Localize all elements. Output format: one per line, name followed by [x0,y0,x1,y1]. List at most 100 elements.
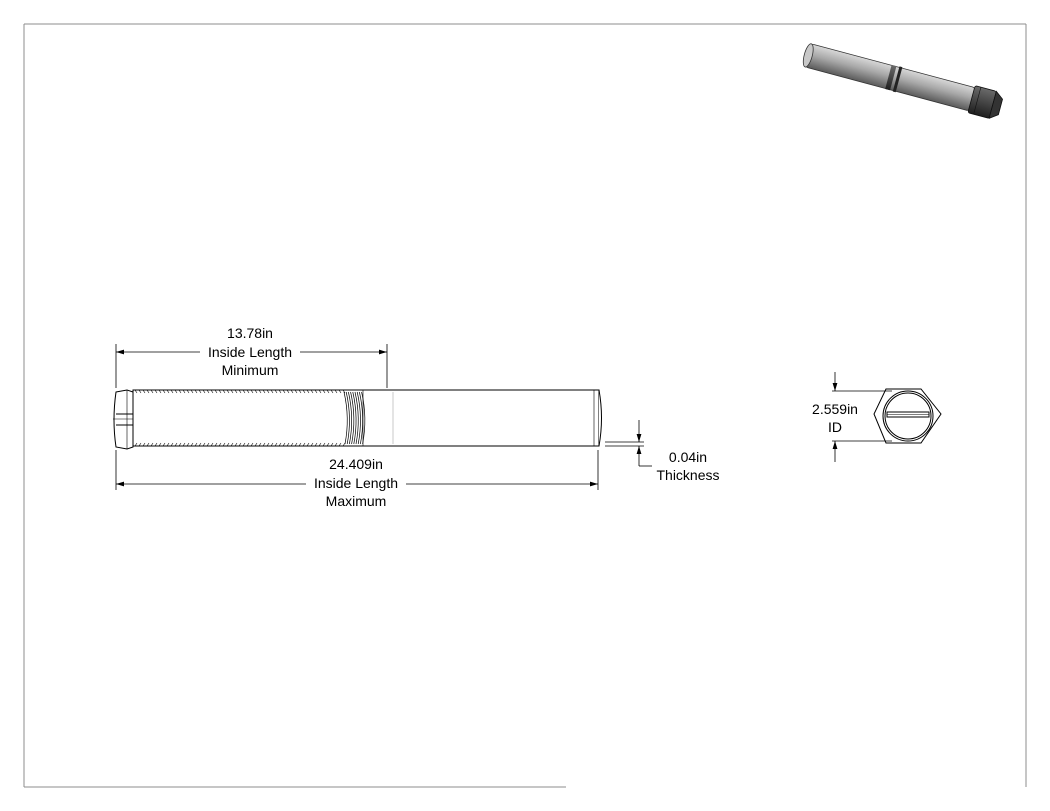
thread-crest [206,442,210,447]
inside-length-max-value: 24.409in [329,456,383,472]
thread-runout-line [354,391,359,445]
dimension-thickness: 0.04in Thickness [605,420,720,483]
thread-crest [278,442,282,447]
thread-crest [342,389,346,394]
thread-crest [250,442,254,447]
thread-crest [198,389,202,394]
thread-crest [190,389,194,394]
thread-crest [162,389,166,394]
thread-crest [330,389,334,394]
hex-head [113,389,134,450]
thread-crest [206,389,210,394]
thread-crest [242,389,246,394]
thread-crest [230,442,234,447]
thread-crest [238,389,242,394]
thread-crest [146,442,150,447]
thread-crest [326,389,330,394]
inner-diameter-label: ID [828,419,842,435]
thread-crest [254,389,258,394]
thread-crest [226,389,230,394]
inside-length-max-label: Inside Length [314,475,398,491]
thread-crest [314,389,318,394]
thread-crest [278,389,282,394]
dimension-inside-length-max: 24.409in Inside Length Maximum [115,450,599,509]
front-view [113,389,602,450]
end-view [873,388,942,444]
thickness-value: 0.04in [669,449,707,465]
inside-length-min-value: 13.78in [227,325,273,341]
thread-crest [322,442,326,447]
thread-crest [202,389,206,394]
thread-crest [318,442,322,447]
inside-length-min-qualifier: Minimum [222,362,279,378]
drawing-border [23,23,1027,788]
thread-crest [238,442,242,447]
pipe-body [132,389,600,447]
thread-runout-line [350,391,355,445]
thread-crest [178,442,182,447]
thread-crest [158,389,162,394]
thread-crest [218,389,222,394]
thread-crest [274,442,278,447]
thread-crest [222,389,226,394]
thread-crest [282,389,286,394]
thread-crest [246,389,250,394]
thread-crest [306,442,310,447]
thread-crest [274,389,278,394]
thread-crest [326,442,330,447]
isometric-view [802,43,1003,120]
thread-crest [174,389,178,394]
thread-crest [138,389,142,394]
thread-crest [302,389,306,394]
thread-runout-line [359,391,363,445]
thread-runout-line [352,391,357,445]
thread-crest [282,442,286,447]
thread-crest [170,442,174,447]
thread-crest [142,389,146,394]
thread-crest [334,442,338,447]
thread-crest [218,442,222,447]
thread-crest [210,389,214,394]
thread-crest [298,389,302,394]
thread-crest [262,389,266,394]
thread-crest [134,389,138,394]
thread-crest [298,442,302,447]
thread-crest [234,389,238,394]
thickness-label: Thickness [656,467,719,483]
thread-crest [186,442,190,447]
thread-crest [310,389,314,394]
thread-crest [270,442,274,447]
thread-crest [246,442,250,447]
inside-length-min-label: Inside Length [208,344,292,360]
thread-crest [202,442,206,447]
thread-crest [314,442,318,447]
thread-runout-line [356,391,361,445]
thread-crest [254,442,258,447]
thread-crest [250,389,254,394]
thread-crest [226,442,230,447]
thread-crest [266,389,270,394]
thread-lines [134,389,346,447]
thread-runout-line [348,391,352,445]
thread-crest [166,389,170,394]
thread-crest [150,442,154,447]
thread-crest [322,389,326,394]
thread-crest [338,442,342,447]
thread-crest [310,442,314,447]
thread-crest [142,442,146,447]
thread-crest [262,442,266,447]
thread-crest [302,442,306,447]
thread-runout-line [345,391,350,445]
thread-crest [286,389,290,394]
thread-crest [330,442,334,447]
thread-crest [154,389,158,394]
thread-crest [146,389,150,394]
thread-crest [154,442,158,447]
thread-crest [182,389,186,394]
thread-crest [214,389,218,394]
thread-crest [294,389,298,394]
thread-crest [134,442,138,447]
inner-diameter-value: 2.559in [812,401,858,417]
thread-crest [258,389,262,394]
